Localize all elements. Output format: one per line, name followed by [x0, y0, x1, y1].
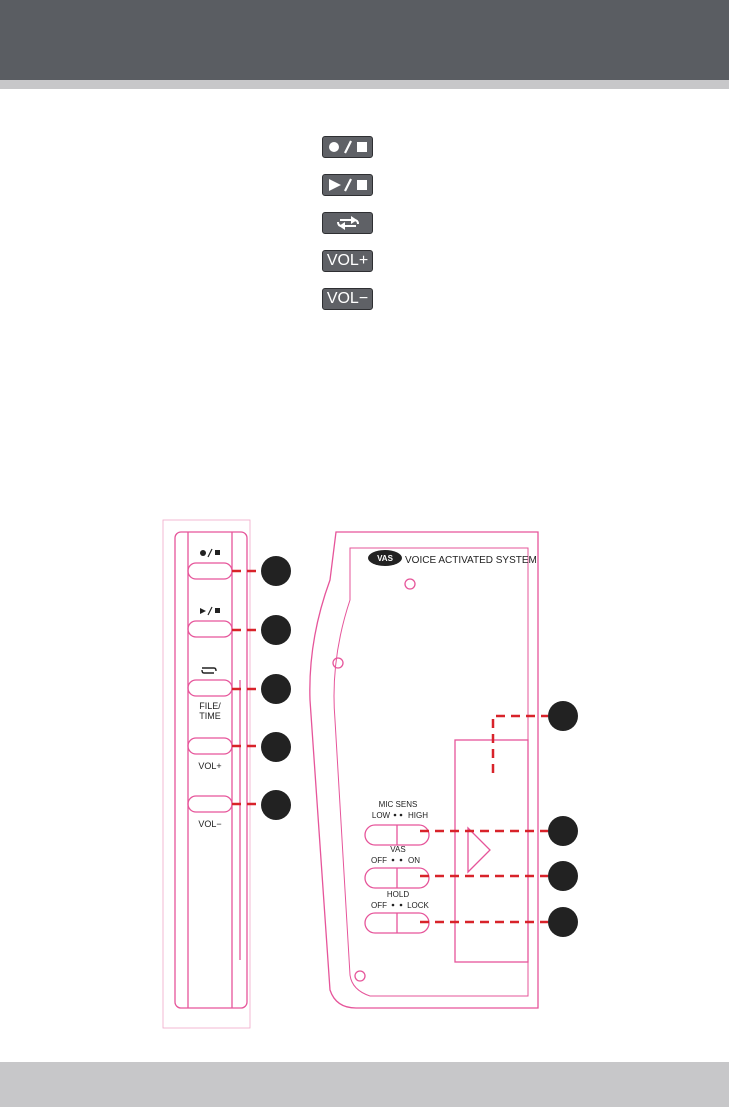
hold-title: HOLD	[387, 890, 409, 899]
vas-logo-caption: VOICE ACTIVATED SYSTEM	[405, 555, 537, 566]
callout-marker-4	[261, 732, 291, 762]
vol-up-side-label: VOL+	[198, 761, 221, 771]
mic-sens-title: MIC SENS	[379, 800, 418, 809]
vol-down-side-label: VOL−	[198, 819, 221, 829]
side-record-button	[188, 563, 232, 579]
side-play-icon	[200, 608, 206, 614]
side-repeat-icon	[202, 668, 216, 671]
hold-lock: LOCK	[407, 901, 429, 910]
side-repeat-button	[188, 680, 232, 696]
side-record-icon	[200, 550, 206, 556]
callout-marker-7	[548, 816, 578, 846]
battery-door	[455, 740, 528, 962]
callout-marker-6	[548, 701, 578, 731]
callout-marker-5	[261, 790, 291, 820]
callout-marker-1	[261, 556, 291, 586]
callout-marker-2	[261, 615, 291, 645]
vas-title: VAS	[390, 845, 405, 854]
side-vol-up-button	[188, 738, 232, 754]
mic-sens-high: HIGH	[408, 811, 428, 820]
callout-line-6	[493, 716, 548, 773]
side-play-button	[188, 621, 232, 637]
hold-off: OFF	[371, 901, 387, 910]
mic-sens-low: LOW	[372, 811, 391, 820]
page-footer-bar	[0, 1062, 729, 1107]
side-vol-down-button	[188, 796, 232, 812]
callout-marker-8	[548, 861, 578, 891]
callout-marker-9	[548, 907, 578, 937]
vas-on: ON	[408, 856, 420, 865]
callout-marker-3	[261, 674, 291, 704]
file-time-label-bottom: TIME	[199, 711, 221, 721]
file-time-label-top: FILE/	[199, 701, 221, 711]
vas-off: OFF	[371, 856, 387, 865]
vas-logo-text: VAS	[377, 554, 394, 563]
back-panel-outline	[310, 532, 538, 1008]
side-stop-icon	[215, 550, 220, 555]
